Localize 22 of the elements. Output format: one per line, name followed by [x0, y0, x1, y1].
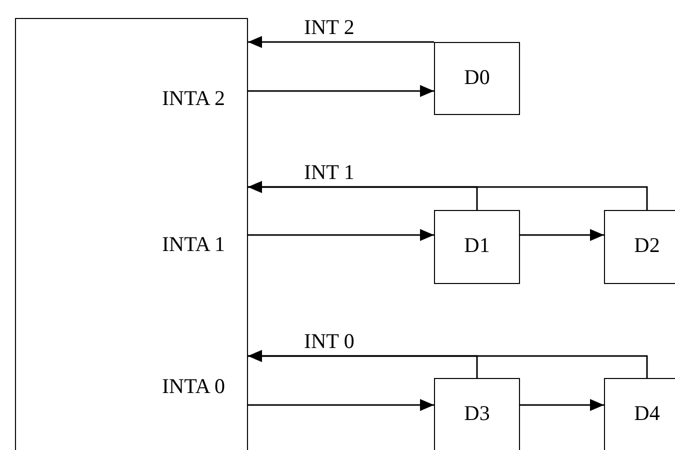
device-name: D3 [464, 401, 490, 425]
signal-name: INTA 1 [162, 232, 225, 256]
signal-name: INTA 2 [162, 86, 225, 110]
arrow [520, 399, 604, 411]
device-name: D1 [464, 233, 490, 257]
arrow [248, 399, 434, 411]
arrow [248, 350, 648, 378]
arrow [248, 181, 648, 210]
device-box [604, 210, 675, 284]
device-box [604, 378, 675, 450]
arrow [248, 36, 434, 48]
device-box [434, 42, 520, 115]
device-box [434, 378, 520, 450]
device-name: D4 [634, 401, 660, 425]
device-box [434, 210, 520, 284]
arrow [248, 229, 434, 241]
arrow [248, 85, 434, 97]
controller-box [15, 18, 248, 450]
signal-name: INTA 0 [162, 374, 225, 398]
device-name: D2 [634, 233, 660, 257]
arrow [520, 229, 604, 241]
device-name: D0 [464, 65, 490, 89]
